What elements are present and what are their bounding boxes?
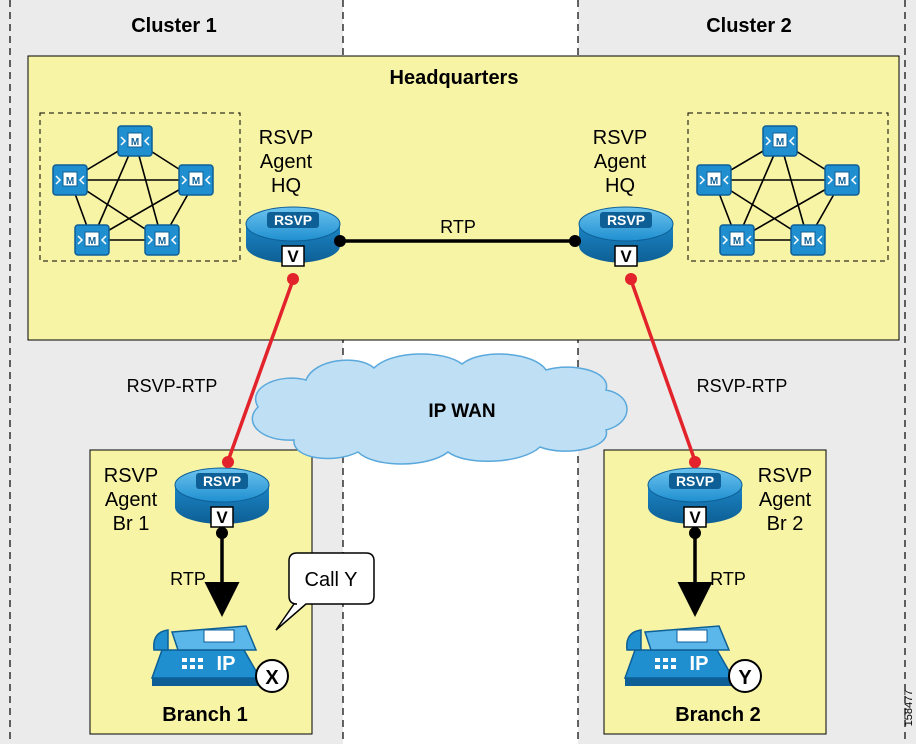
br1-rtp-label: RTP (170, 569, 206, 589)
call-manager-icon (52, 164, 88, 196)
endpoint-x-badge (255, 659, 289, 693)
cluster-2-title: Cluster 2 (706, 15, 792, 37)
call-manager-icon (790, 224, 826, 256)
svg-text:IP: IP (690, 653, 709, 675)
wan-right-label: RSVP-RTP (697, 376, 788, 396)
call-manager-icon (117, 125, 153, 157)
ip-wan-cloud: IP WAN (251, 353, 628, 465)
ip-phone-icon: IP (623, 625, 735, 686)
svg-text:RSVP: RSVP (274, 212, 312, 228)
link-endpoint-dot (689, 456, 701, 468)
endpoint-x-label: X (265, 667, 279, 689)
svg-text:HQ: HQ (605, 175, 635, 197)
figure-id: 158477 (903, 690, 915, 727)
call-manager-icon (74, 224, 110, 256)
call-callout: Call Y (275, 552, 375, 631)
svg-text:RSVP: RSVP (758, 465, 812, 487)
svg-text:RSVP: RSVP (259, 127, 313, 149)
svg-text:Agent: Agent (594, 151, 647, 173)
headquarters-title: Headquarters (390, 67, 519, 89)
svg-text:Br 1: Br 1 (113, 513, 150, 535)
svg-text:RSVP: RSVP (203, 473, 241, 489)
link-endpoint-dot (689, 527, 701, 539)
call-manager-icon (696, 164, 732, 196)
branch-1-title: Branch 1 (162, 704, 248, 726)
link-endpoint-dot (216, 527, 228, 539)
router-icon: RSVP V (245, 206, 341, 267)
svg-text:V: V (689, 508, 701, 527)
link-endpoint-dot (569, 235, 581, 247)
link-endpoint-dot (625, 273, 637, 285)
svg-text:Br 2: Br 2 (767, 513, 804, 535)
branch-2-title: Branch 2 (675, 704, 761, 726)
link-endpoint-dot (287, 273, 299, 285)
svg-text:RSVP: RSVP (607, 212, 645, 228)
svg-text:Agent: Agent (105, 489, 158, 511)
endpoint-y-badge (728, 659, 762, 693)
svg-text:HQ: HQ (271, 175, 301, 197)
agent-label-br2: RSVP Agent Br 2 (758, 465, 812, 535)
link-endpoint-dot (334, 235, 346, 247)
call-manager-icon (719, 224, 755, 256)
call-manager-cluster-right (687, 112, 889, 262)
link-endpoint-dot (222, 456, 234, 468)
svg-text:Call Y: Call Y (305, 569, 358, 591)
br2-rtp-label: RTP (710, 569, 746, 589)
svg-text:V: V (620, 247, 632, 266)
hq-rtp-label: RTP (440, 217, 476, 237)
svg-text:IP: IP (217, 653, 236, 675)
agent-label-hq-right: RSVP Agent HQ (593, 127, 647, 197)
cluster-1-title: Cluster 1 (131, 15, 217, 37)
router-icon: RSVP V (578, 206, 674, 267)
svg-text:RSVP: RSVP (593, 127, 647, 149)
headquarters-zone (27, 55, 900, 341)
call-manager-icon (824, 164, 860, 196)
svg-text:RSVP: RSVP (104, 465, 158, 487)
svg-text:V: V (287, 247, 299, 266)
call-manager-icon (762, 125, 798, 157)
call-manager-cluster-left (39, 112, 241, 262)
svg-text:Agent: Agent (260, 151, 313, 173)
router-icon: RSVP V (647, 467, 743, 528)
rsvp-link-left (226, 279, 295, 462)
call-manager-icon (178, 164, 214, 196)
agent-label-hq-left: RSVP Agent HQ (259, 127, 313, 197)
svg-text:V: V (216, 508, 228, 527)
svg-text:RSVP: RSVP (676, 473, 714, 489)
agent-label-br1: RSVP Agent Br 1 (104, 465, 158, 535)
wan-label: IP WAN (428, 401, 495, 422)
ip-phone-icon: IP (150, 625, 262, 686)
router-icon: RSVP V (174, 467, 270, 528)
rsvp-link-right (629, 279, 697, 462)
wan-left-label: RSVP-RTP (127, 376, 218, 396)
endpoint-y-label: Y (738, 667, 752, 689)
call-manager-icon (144, 224, 180, 256)
svg-text:Agent: Agent (759, 489, 812, 511)
